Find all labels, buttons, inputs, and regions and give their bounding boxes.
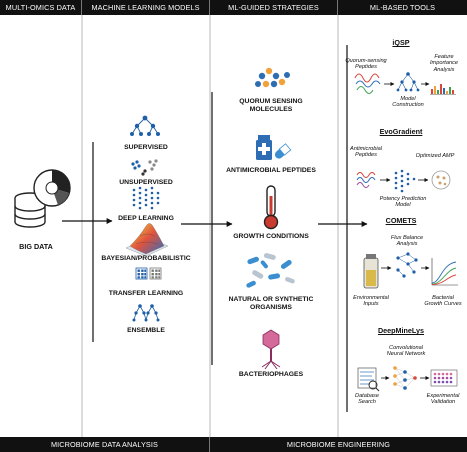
surface-plot-icon bbox=[125, 223, 169, 257]
tool-title-iqsp: iQSP bbox=[392, 38, 410, 47]
header-multi-omics: MULTI-OMICS DATA bbox=[0, 0, 82, 15]
thermometer-icon bbox=[263, 185, 279, 230]
iqsp-output-label: Feature Importance Analysis bbox=[430, 54, 458, 73]
header-ml-strategies: ML-GUIDED STRATEGIES bbox=[210, 0, 338, 15]
iqsp-graphic bbox=[354, 72, 456, 95]
deepminelys-input-label: Database Search bbox=[355, 393, 379, 406]
model-label-ensemble: ENSEMBLE bbox=[127, 327, 165, 334]
evogradient-input-label: Antimicrobial Peptides bbox=[349, 146, 383, 159]
deepminelys-output-label: Experimental Validation bbox=[426, 393, 460, 406]
medicine-icon bbox=[256, 135, 292, 160]
comets-model-label: Flux Balance Analysis bbox=[390, 235, 424, 248]
cluster-icon bbox=[131, 159, 158, 176]
iqsp-model-label: Model Construction bbox=[392, 96, 424, 109]
comets-input-label: Environmental Inputs bbox=[353, 295, 389, 308]
footer-engineering: MICROBIOME ENGINEERING bbox=[286, 440, 391, 449]
column-dividers bbox=[81, 15, 339, 437]
molecules-icon bbox=[255, 67, 290, 88]
model-label-transfer-learning: TRANSFER LEARNING bbox=[108, 290, 184, 297]
footer-bar: MICROBIOME DATA ANALYSIS MICROBIOME ENGI… bbox=[0, 437, 467, 452]
phage-icon bbox=[261, 329, 281, 370]
neural-net-icon bbox=[132, 186, 160, 210]
big-data-icon bbox=[14, 169, 71, 228]
model-label-supervised: SUPERVISED bbox=[124, 144, 168, 151]
bacteria-icon bbox=[246, 253, 295, 288]
header-ml-models: MACHINE LEARNING MODELS bbox=[82, 0, 210, 15]
footer-data-analysis: MICROBIOME DATA ANALYSIS bbox=[0, 437, 210, 452]
deepminelys-model-label: Convolutional Neural Network bbox=[386, 345, 426, 358]
model-label-unsupervised: UNSUPERVISED bbox=[119, 179, 173, 186]
strategy-label-amp: ANTIMICROBIAL PEPTIDES bbox=[226, 167, 316, 174]
header-bar: MULTI-OMICS DATA MACHINE LEARNING MODELS… bbox=[0, 0, 467, 15]
ensemble-tree-icon bbox=[132, 304, 160, 322]
big-data-label: BIG DATA bbox=[19, 242, 53, 251]
tree-icon bbox=[130, 115, 160, 136]
model-label-deep-learning: DEEP LEARNING bbox=[118, 215, 174, 222]
iqsp-input-label: Quorum-sensing Peptides bbox=[345, 58, 387, 71]
strategy-label-growth: GROWTH CONDITIONS bbox=[233, 233, 309, 240]
tool-title-comets: COMETS bbox=[385, 216, 417, 225]
tool-title-evogradient: EvoGradient bbox=[379, 127, 423, 136]
evogradient-graphic bbox=[356, 169, 451, 193]
deepminelys-graphic bbox=[357, 366, 458, 392]
grid-transfer-icon bbox=[135, 267, 162, 280]
evogradient-output-label: Optimized AMP bbox=[415, 153, 455, 159]
evogradient-model-label: Potency Prediction Model bbox=[379, 196, 427, 209]
strategy-label-quorum: QUORUM SENSING MOLECULES bbox=[239, 98, 303, 113]
comets-output-label: Bacterial Growth Curves bbox=[424, 295, 462, 308]
strategy-label-organisms: NATURAL OR SYNTHETIC ORGANISMS bbox=[228, 296, 314, 311]
model-label-bayesian: BAYESIAN/PROBABILISTIC bbox=[101, 255, 191, 262]
comets-graphic bbox=[363, 252, 458, 289]
strategy-label-phages: BACTERIOPHAGES bbox=[238, 371, 304, 378]
header-ml-tools: ML-BASED TOOLS bbox=[369, 3, 436, 12]
tool-title-deepminelys: DeepMineLys bbox=[377, 326, 425, 335]
